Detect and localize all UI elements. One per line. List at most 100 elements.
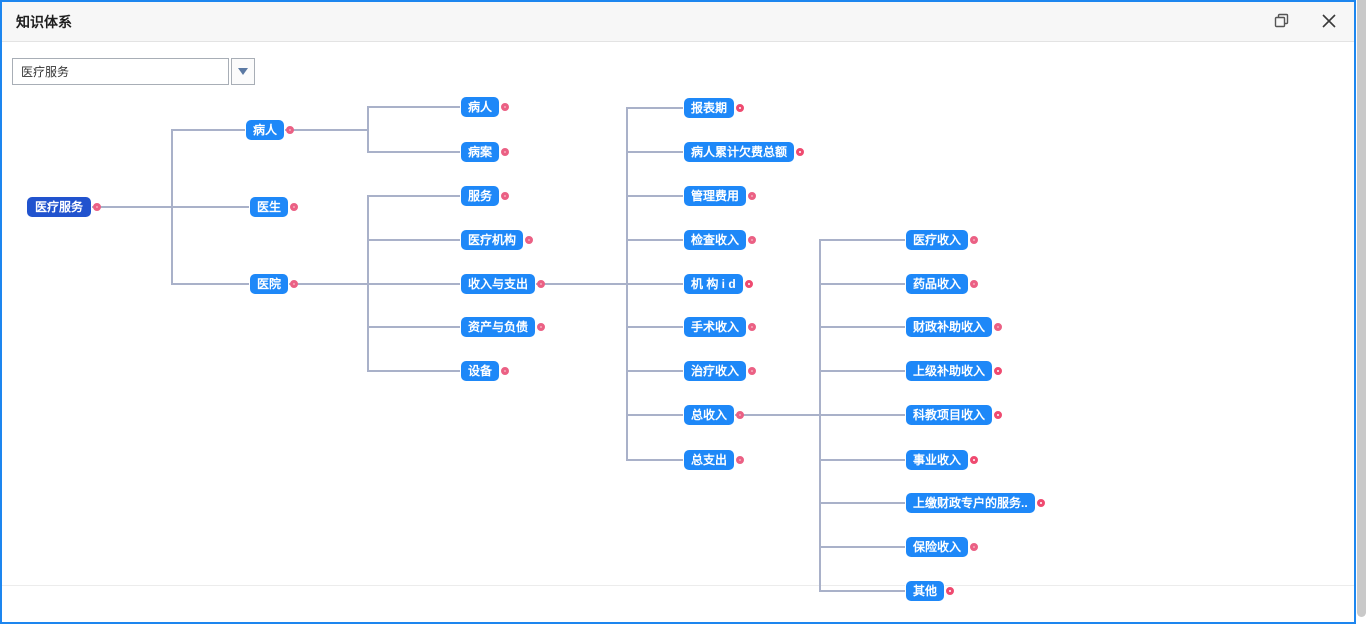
node-status-circle[interactable] [994,367,1003,375]
node-status-circle[interactable] [994,323,1003,331]
tree-node-label[interactable]: 医院 [249,273,290,295]
toolbar: 医疗服务 [12,58,255,85]
connector-line [820,283,905,285]
tree-node: 服务 [460,185,510,207]
connector-line [627,151,683,153]
restore-icon [1274,13,1289,31]
node-status-circle[interactable] [970,280,979,288]
titlebar: 知识体系 [2,2,1354,42]
node-status-circle[interactable] [970,543,979,551]
restore-window-button[interactable] [1270,11,1292,33]
node-status-circle[interactable] [748,236,757,244]
close-window-button[interactable] [1318,11,1340,33]
node-status-circle[interactable] [290,203,299,211]
connector-line [820,239,905,241]
tree-node: 资产与负债 [460,316,546,338]
node-status-circle[interactable] [501,367,510,375]
node-status-circle[interactable] [994,411,1003,419]
tree-node-label[interactable]: 上缴财政专户的服务.. [905,492,1036,514]
tree-node-label[interactable]: 财政补助收入 [905,316,994,338]
node-status-circle[interactable] [93,203,102,211]
tree-node-label[interactable]: 保险收入 [905,536,970,558]
node-status-circle[interactable] [537,323,546,331]
panel-divider [2,585,1354,586]
tree-node-label[interactable]: 总收入 [683,404,736,426]
tree-node-label[interactable]: 医疗机构 [460,229,525,251]
node-status-circle[interactable] [970,236,979,244]
tree-node: 总支出 [683,449,745,471]
connector-line [820,370,905,372]
tree-node-label[interactable]: 报表期 [683,97,736,119]
tree-node: 病人 [245,119,295,141]
connector-line [626,107,628,461]
node-status-circle[interactable] [946,587,955,595]
tree-node-label[interactable]: 医生 [249,196,290,218]
tree-node: 上缴财政专户的服务.. [905,492,1045,514]
connector-line [820,459,905,461]
tree-node-label[interactable]: 检查收入 [683,229,748,251]
page-scrollbar[interactable] [1356,0,1366,626]
node-status-circle[interactable] [537,280,546,288]
connector-line [627,107,683,109]
tree-node-label[interactable]: 其他 [905,580,946,602]
tree-node: 设备 [460,360,510,382]
connector-line [368,370,460,372]
tree-node-label[interactable]: 设备 [460,360,501,382]
tree-node-label[interactable]: 管理费用 [683,185,748,207]
tree-node-label[interactable]: 治疗收入 [683,360,748,382]
tree-node-label[interactable]: 机 构 i d [683,273,744,295]
connector-line [820,326,905,328]
tree-node: 药品收入 [905,273,979,295]
node-status-circle[interactable] [290,280,299,288]
node-status-circle[interactable] [748,367,757,375]
node-status-circle[interactable] [286,126,295,134]
tree-node-label[interactable]: 手术收入 [683,316,748,338]
node-status-circle[interactable] [748,192,757,200]
tree-node-label[interactable]: 药品收入 [905,273,970,295]
tree-node-label[interactable]: 资产与负债 [460,316,537,338]
connector-line [627,414,905,416]
connector-line [368,151,460,153]
tree-node-label[interactable]: 科教项目收入 [905,404,994,426]
connector-line [820,590,905,592]
tree-node-label[interactable]: 医疗收入 [905,229,970,251]
connector-line [627,370,683,372]
node-status-circle[interactable] [736,104,745,112]
tree-node-label[interactable]: 病人 [245,119,286,141]
tree-node-label[interactable]: 服务 [460,185,501,207]
node-status-circle[interactable] [748,323,757,331]
node-status-circle[interactable] [525,236,534,244]
node-status-circle[interactable] [501,192,510,200]
node-status-circle[interactable] [970,456,979,464]
knowledge-set-select[interactable]: 医疗服务 [12,58,229,85]
tree-node-label[interactable]: 总支出 [683,449,736,471]
tree-node-label[interactable]: 事业收入 [905,449,970,471]
node-status-circle[interactable] [736,456,745,464]
node-status-circle[interactable] [1036,499,1045,507]
knowledge-set-dropdown-button[interactable] [231,58,255,85]
page-title: 知识体系 [16,13,72,30]
node-status-circle[interactable] [796,148,805,156]
tree-node-label[interactable]: 病人累计欠费总额 [683,141,796,163]
tree-node: 总收入 [683,404,745,426]
connector-line [367,195,369,372]
connector-line [819,239,821,592]
tree-node-label[interactable]: 病人 [460,96,501,118]
tree-node: 收入与支出 [460,273,546,295]
scrollbar-thumb[interactable] [1357,0,1366,617]
node-status-circle[interactable] [736,411,745,419]
tree-node-label[interactable]: 收入与支出 [460,273,537,295]
tree-node-label[interactable]: 病案 [460,141,501,163]
tree-node: 病人累计欠费总额 [683,141,805,163]
node-status-circle[interactable] [744,280,753,288]
tree-node-label[interactable]: 医疗服务 [26,196,93,218]
window-controls [1270,2,1340,42]
node-status-circle[interactable] [501,103,510,111]
tree-node: 保险收入 [905,536,979,558]
tree-node-label[interactable]: 上级补助收入 [905,360,994,382]
close-icon [1321,13,1337,32]
node-status-circle[interactable] [501,148,510,156]
tree-node: 医疗服务 [26,196,102,218]
